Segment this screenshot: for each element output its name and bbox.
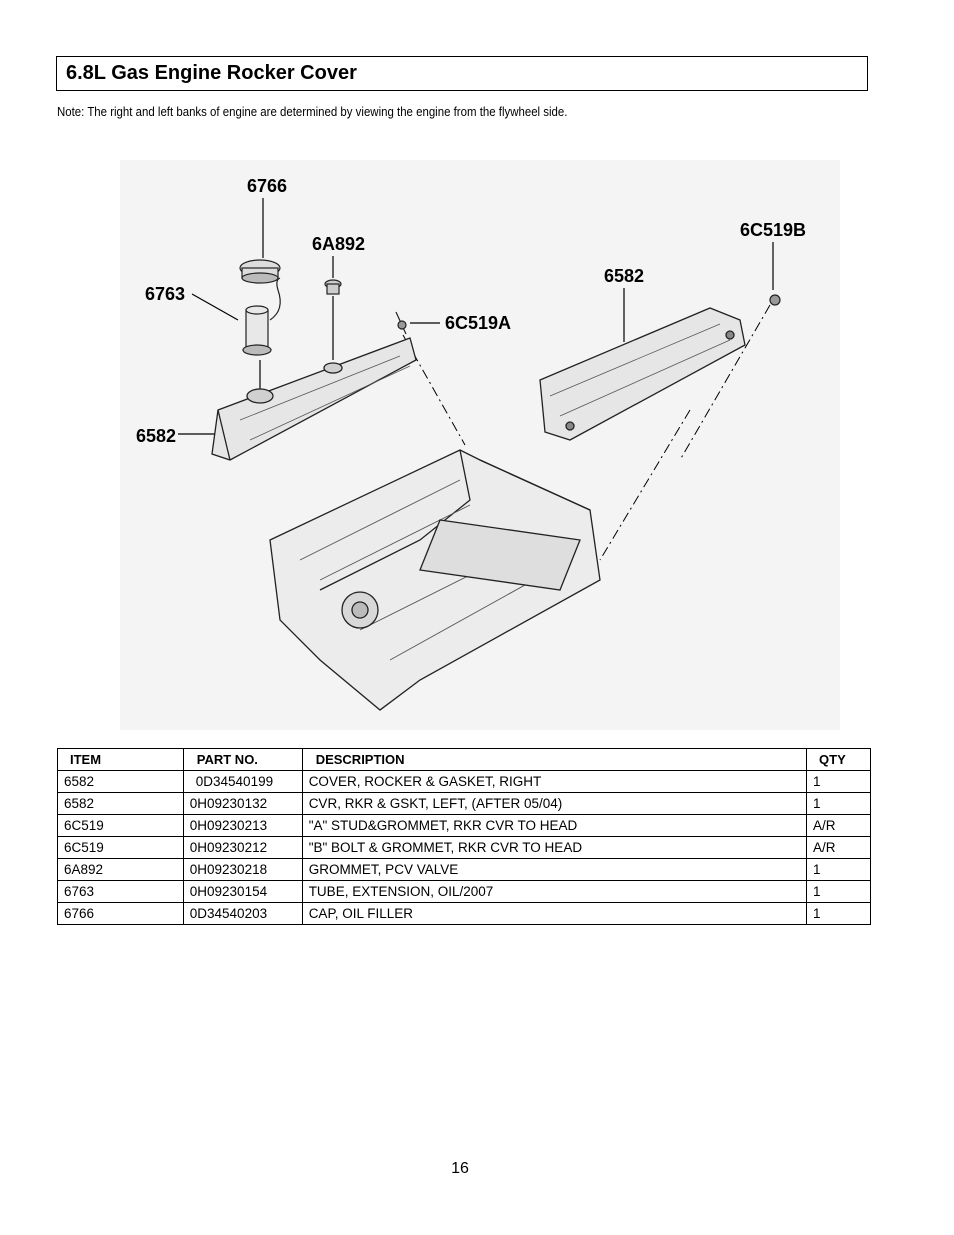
- cell-description: "A" STUD&GROMMET, RKR CVR TO HEAD: [301, 814, 808, 837]
- header-qty: QTY: [806, 748, 871, 771]
- page-title: 6.8L Gas Engine Rocker Cover: [56, 56, 868, 91]
- cell-part-no: 0H09230154: [182, 880, 303, 903]
- cell-item: 6766: [57, 902, 184, 925]
- callout-6582-left: 6582: [136, 426, 176, 446]
- table-row: 6582 0H09230132 CVR, RKR & GSKT, LEFT, (…: [57, 792, 871, 815]
- cell-item: 6C519: [57, 814, 184, 837]
- cell-part-no: 0D34540203: [182, 902, 303, 925]
- cell-part-no: 0H09230218: [182, 858, 303, 881]
- table-row: 6C519 0H09230212 "B" BOLT & GROMMET, RKR…: [57, 836, 871, 859]
- table-row: 6C519 0H09230213 "A" STUD&GROMMET, RKR C…: [57, 814, 871, 837]
- cell-description: "B" BOLT & GROMMET, RKR CVR TO HEAD: [301, 836, 808, 859]
- page-number: 16: [451, 1160, 469, 1177]
- cell-qty: 1: [806, 792, 871, 815]
- table-row: 6582 0D34540199 COVER, ROCKER & GASKET, …: [57, 770, 871, 793]
- header-item: ITEM: [57, 748, 184, 771]
- cell-part-no: 0H09230132: [182, 792, 303, 815]
- cell-item: 6C519: [57, 836, 184, 859]
- page-title-text: 6.8L Gas Engine Rocker Cover: [66, 62, 357, 84]
- callout-6c519a: 6C519A: [445, 313, 511, 333]
- callout-6763: 6763: [145, 284, 185, 304]
- callout-6c519b: 6C519B: [740, 220, 806, 240]
- cell-description: CVR, RKR & GSKT, LEFT, (AFTER 05/04): [301, 792, 808, 815]
- engine-diagram-svg: 6766 6A892 6C519B 6582 6763 6C519A 6582: [120, 160, 840, 730]
- callout-6766: 6766: [247, 176, 287, 196]
- table-header-row: ITEM PART NO. DESCRIPTION QTY: [57, 748, 871, 771]
- cell-description: GROMMET, PCV VALVE: [301, 858, 808, 881]
- cell-description: COVER, ROCKER & GASKET, RIGHT: [301, 770, 808, 793]
- cell-qty: 1: [806, 858, 871, 881]
- cell-qty: 1: [806, 770, 871, 793]
- parts-table: ITEM PART NO. DESCRIPTION QTY 6582 0D345…: [57, 748, 871, 925]
- table-row: 6A892 0H09230218 GROMMET, PCV VALVE 1: [57, 858, 871, 881]
- cell-qty: A/R: [806, 836, 871, 859]
- cell-part-no: 0D34540199: [182, 770, 303, 793]
- cell-part-no: 0H09230212: [182, 836, 303, 859]
- header-description: DESCRIPTION: [301, 748, 808, 771]
- callout-6582-right: 6582: [604, 266, 644, 286]
- cell-qty: 1: [806, 902, 871, 925]
- cell-item: 6582: [57, 792, 184, 815]
- cell-qty: 1: [806, 880, 871, 903]
- cell-qty: A/R: [806, 814, 871, 837]
- cell-item: 6763: [57, 880, 184, 903]
- cell-item: 6582: [57, 770, 184, 793]
- cell-description: CAP, OIL FILLER: [301, 902, 808, 925]
- cell-item: 6A892: [57, 858, 184, 881]
- table-row: 6763 0H09230154 TUBE, EXTENSION, OIL/200…: [57, 880, 871, 903]
- table-row: 6766 0D34540203 CAP, OIL FILLER 1: [57, 902, 871, 925]
- callout-6a892: 6A892: [312, 234, 365, 254]
- header-part-no: PART NO.: [182, 748, 303, 771]
- cell-description: TUBE, EXTENSION, OIL/2007: [301, 880, 808, 903]
- exploded-diagram: 6766 6A892 6C519B 6582 6763 6C519A 6582: [120, 160, 840, 730]
- cell-part-no: 0H09230213: [182, 814, 303, 837]
- note-text: Note: The right and left banks of engine…: [57, 104, 568, 119]
